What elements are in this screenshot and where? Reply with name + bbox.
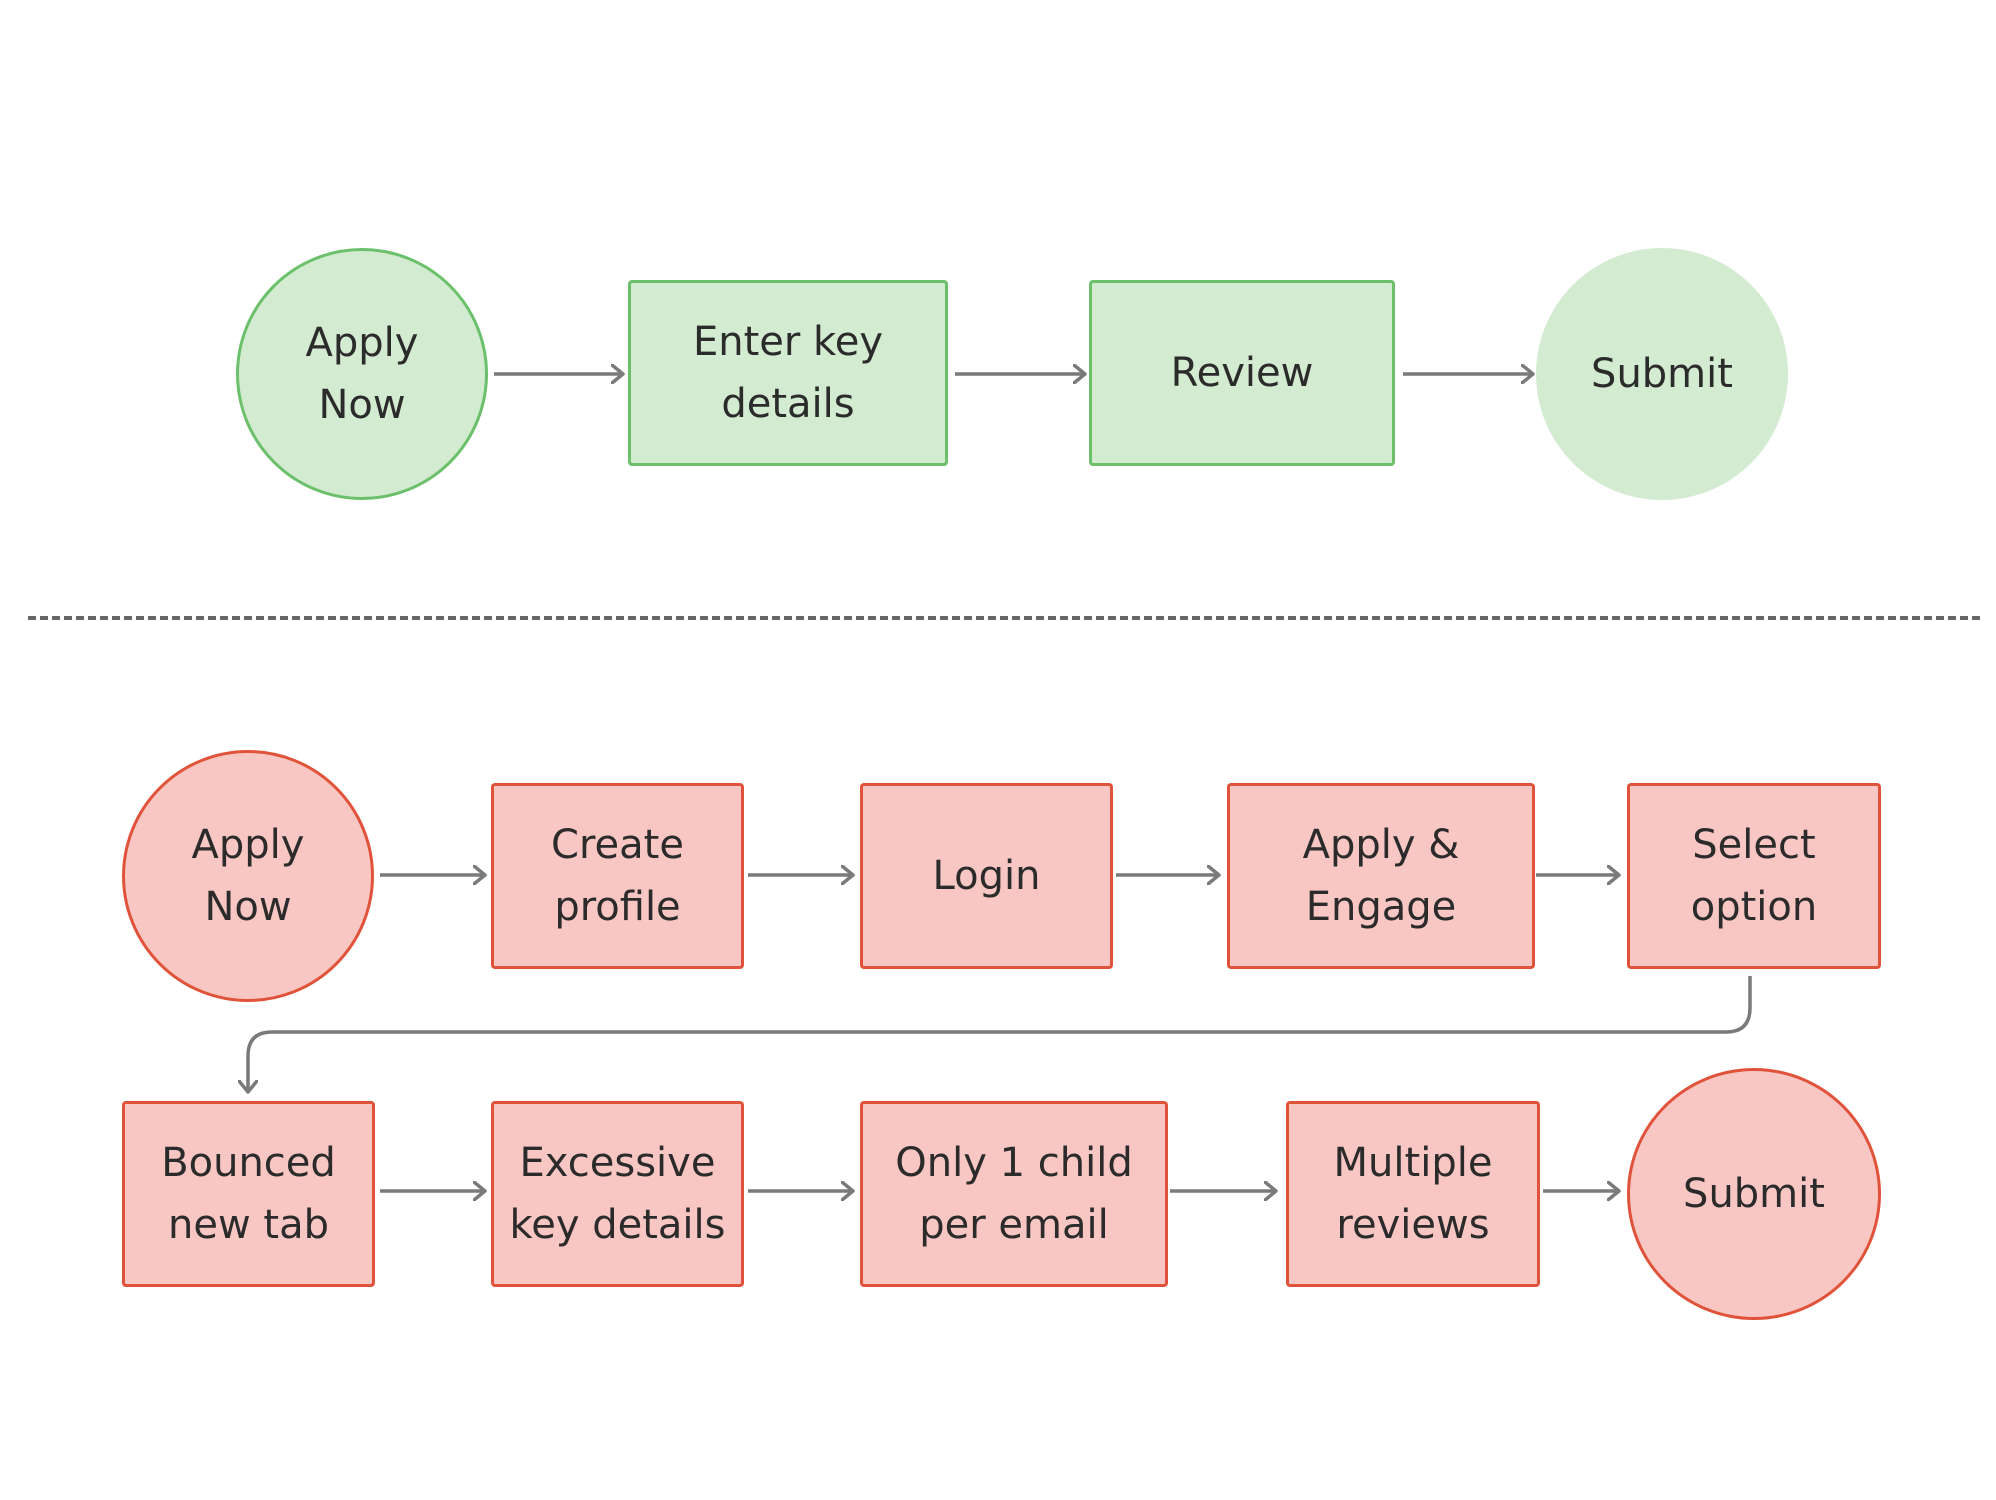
top-enter-key-details-node: Enter key details (628, 280, 948, 466)
bottom-apply-engage-node: Apply & Engage (1227, 783, 1535, 969)
bottom-select-option-label: Select option (1690, 822, 1818, 930)
bottom-create-profile-node: Create profile (491, 783, 744, 969)
bottom-only-1-child-node: Only 1 child per email (860, 1101, 1168, 1287)
top-enter-key-details-label: Enter key details (692, 319, 884, 427)
bottom-bounced-new-tab-label: Bounced new tab (161, 1140, 336, 1248)
bottom-bounced-new-tab-node: Bounced new tab (122, 1101, 375, 1287)
bottom-apply-now-label: Apply Now (191, 822, 305, 930)
top-apply-now-label: Apply Now (305, 320, 419, 428)
bottom-excessive-key-details-label: Excessive key details (509, 1140, 726, 1248)
bottom-submit-node: Submit (1627, 1068, 1881, 1320)
bottom-apply-engage-label: Apply & Engage (1302, 822, 1460, 930)
arrow-select-to-bounced (248, 976, 1752, 1092)
bottom-only-1-child-label: Only 1 child per email (895, 1140, 1133, 1248)
bottom-excessive-key-details-node: Excessive key details (491, 1101, 744, 1287)
bottom-submit-label: Submit (1683, 1171, 1825, 1217)
top-submit-label: Submit (1591, 351, 1733, 397)
bottom-apply-now-node: Apply Now (122, 750, 374, 1002)
section-divider (28, 616, 1980, 620)
bottom-create-profile-label: Create profile (551, 822, 684, 930)
top-submit-node: Submit (1536, 248, 1788, 500)
top-apply-now-node: Apply Now (236, 248, 488, 500)
top-review-label: Review (1170, 350, 1314, 396)
bottom-multiple-reviews-node: Multiple reviews (1286, 1101, 1540, 1287)
top-review-node: Review (1089, 280, 1395, 466)
bottom-multiple-reviews-label: Multiple reviews (1333, 1140, 1493, 1248)
bottom-login-node: Login (860, 783, 1113, 969)
bottom-login-label: Login (932, 853, 1041, 899)
bottom-select-option-node: Select option (1627, 783, 1881, 969)
